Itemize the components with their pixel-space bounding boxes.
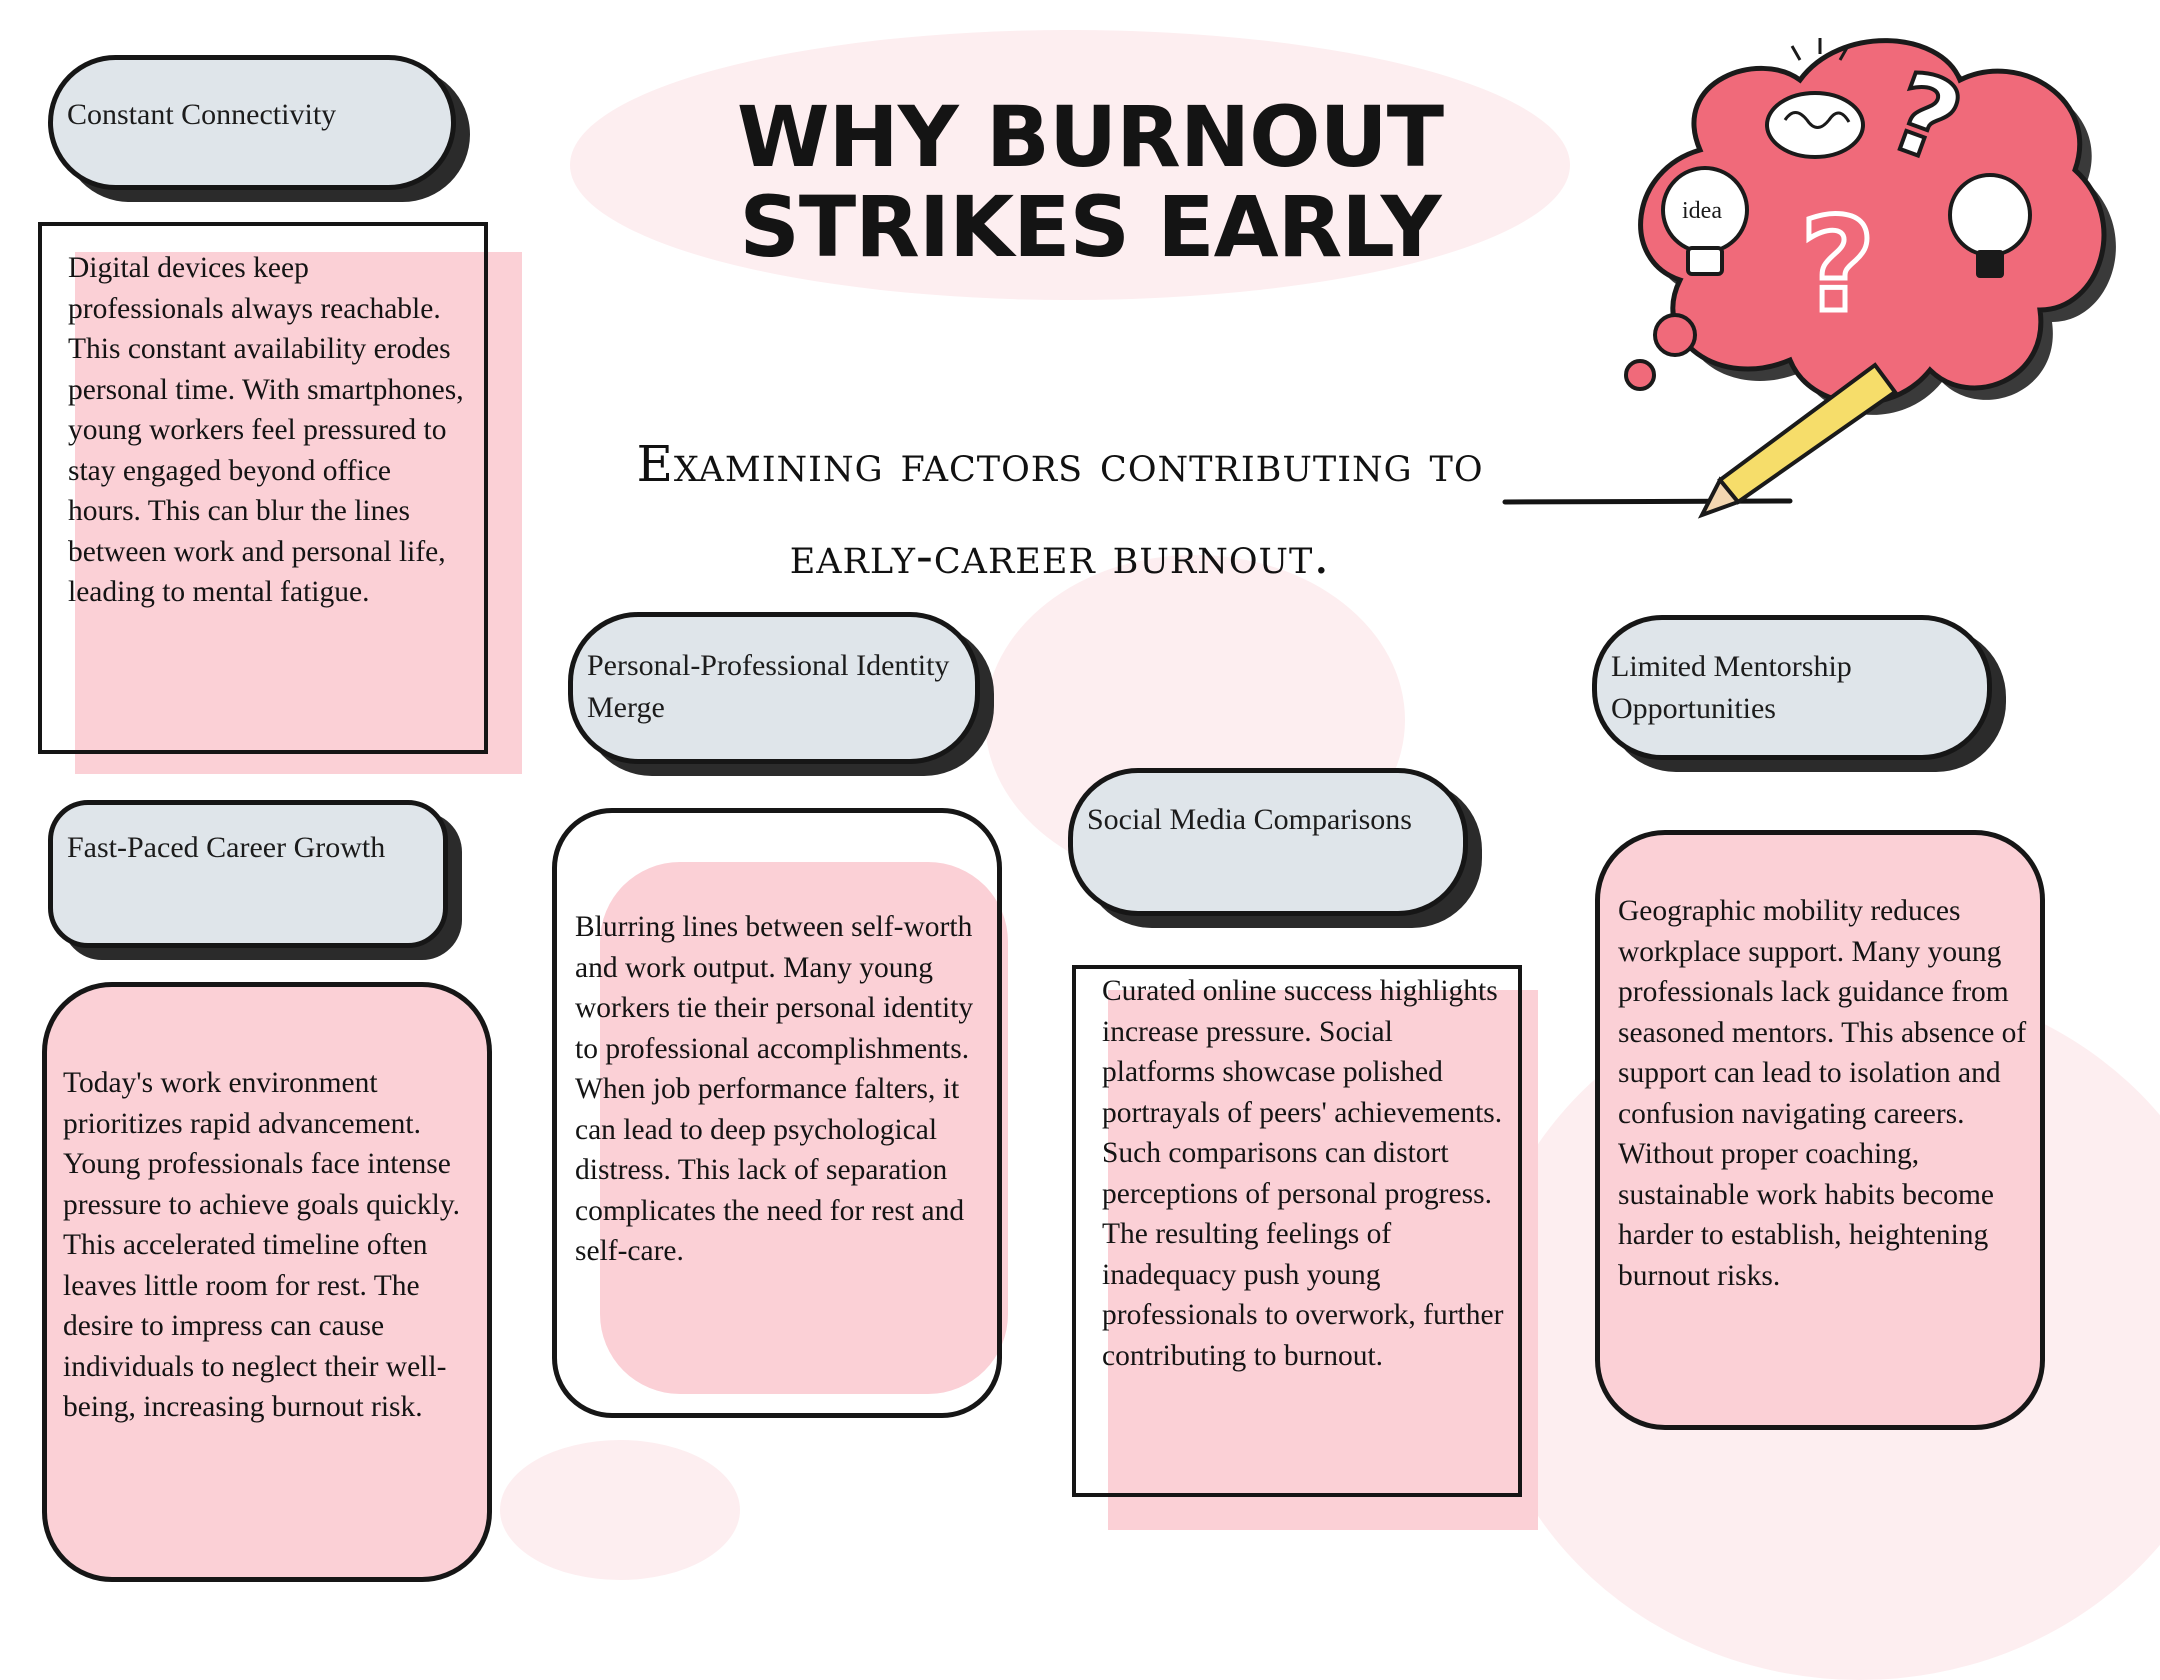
lightbulb-icon: idea [1661,166,2032,278]
card-highlight [75,252,522,774]
background-blob [500,1440,740,1580]
card-limited-mentorship: Geographic mobility reduces workplace su… [1595,830,2045,1430]
heading-pill-social-media-comparisons: Social Media Comparisons [1068,768,1468,916]
card-body: Geographic mobility reduces workplace su… [1618,895,2027,1292]
background-blob [570,30,1570,300]
brain-icon [1765,38,1865,159]
card-fast-paced-career-growth: Today's work environment prioritizes rap… [42,982,492,1582]
card-social-media-comparisons: Curated online success highlights increa… [1072,965,1522,1497]
thought-cloud-illustration: ? ? idea [1624,38,2116,519]
heading-pill-constant-connectivity: Constant Connectivity [48,55,456,190]
svg-text:?: ? [1800,189,1875,341]
pencil-icon [1697,362,1898,519]
bulb-label: idea [1682,198,1722,224]
card-heading: Fast-Paced Career Growth [67,831,386,864]
card-highlight [600,862,1008,1394]
card-constant-connectivity: Digital devices keep professionals alway… [38,222,488,754]
page-title: WHY BURNOUT STRIKES EARLY [736,88,1444,276]
card-heading: Limited Mentorship Opportunities [1611,650,1852,725]
card-highlight [1108,990,1538,1530]
card-body: Digital devices keep professionals alway… [68,252,464,608]
card-heading: Constant Connectivity [67,98,337,131]
card-heading: Personal-Professional Identity Merge [587,649,950,724]
heading-pill-fast-paced-career-growth: Fast-Paced Career Growth [48,800,448,948]
page-subtitle: Examining factors contributing to early-… [636,435,1484,585]
heading-pill-identity-merge: Personal-Professional Identity Merge [568,612,980,764]
card-identity-merge: Blurring lines between self-worth and wo… [552,808,1002,1418]
heading-pill-limited-mentorship: Limited Mentorship Opportunities [1592,615,1992,760]
thought-cloud-icon [1624,38,2116,415]
card-body: Blurring lines between self-worth and wo… [575,911,974,1267]
card-heading: Social Media Comparisons [1087,803,1412,836]
card-body: Today's work environment prioritizes rap… [63,1067,461,1423]
card-body: Curated online success highlights increa… [1102,975,1504,1372]
